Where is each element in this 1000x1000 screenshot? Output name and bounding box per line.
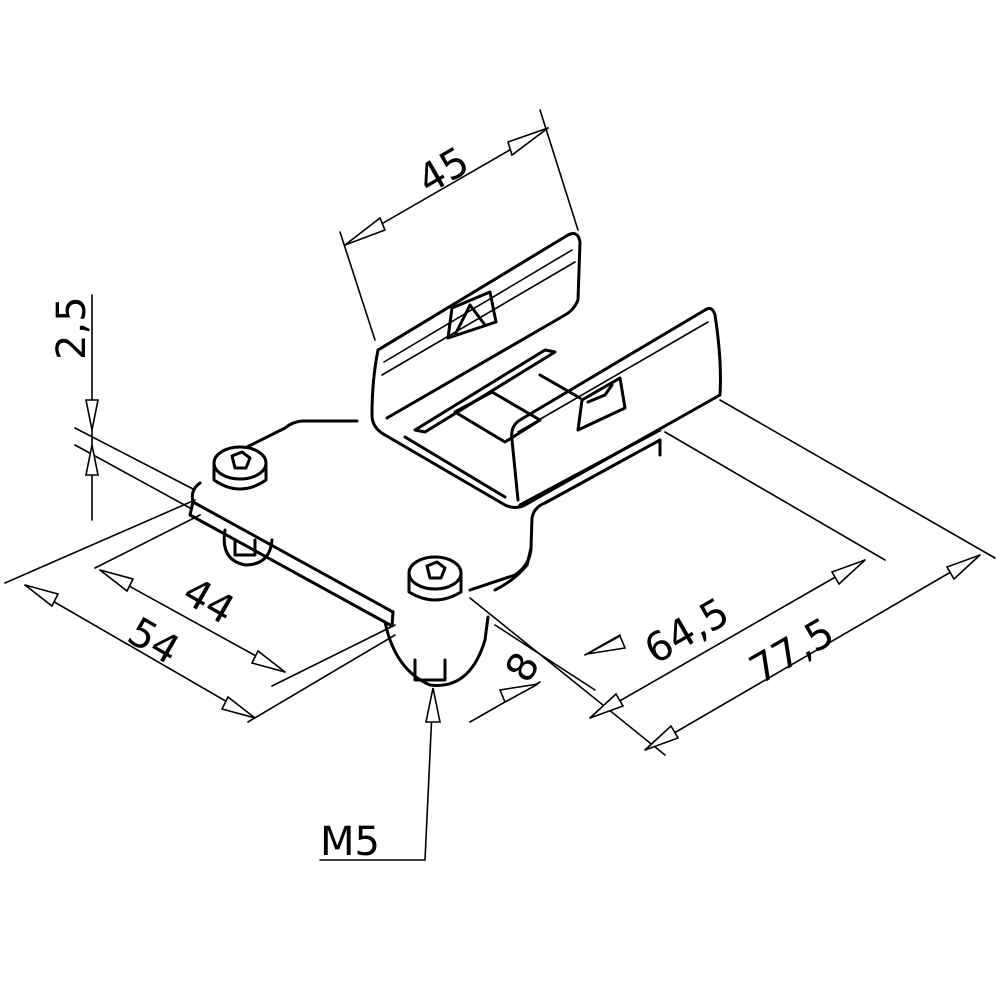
screw-left (212, 445, 274, 567)
dimension-label-45: 45 (410, 138, 477, 203)
arrow-icon (344, 216, 387, 246)
dimension-44: 44 (94, 514, 396, 687)
dimension-label-8: 8 (497, 645, 550, 690)
dimension-8: 8 (469, 597, 666, 756)
callout-label-m5: M5 (320, 819, 380, 865)
callout-m5: M5 (319, 687, 441, 865)
arrow-icon (945, 554, 981, 581)
clip (370, 232, 722, 509)
arrow-icon (507, 127, 549, 157)
dimension-label-44: 44 (175, 569, 242, 634)
arrow-icon (85, 399, 99, 431)
arrow-icon (586, 634, 627, 655)
dimension-label-54: 54 (120, 609, 187, 674)
arrow-icon (250, 649, 286, 673)
arrow-icon (498, 683, 539, 704)
dimension-label-64-5: 64,5 (637, 589, 737, 673)
arrow-icon (85, 444, 99, 476)
dimension-2-5: 2,5 (49, 294, 196, 521)
arrow-icon (99, 569, 135, 593)
arrow-icon (425, 687, 441, 723)
dimension-45: 45 (339, 109, 579, 341)
arrow-icon (644, 724, 680, 751)
dimension-64-5: 64,5 (589, 431, 886, 719)
mounting-plate (188, 419, 662, 628)
screw-right (383, 555, 490, 687)
arrow-icon (220, 695, 256, 719)
dimension-77-5: 77,5 (644, 399, 996, 751)
arrow-icon (830, 559, 866, 586)
dimension-label-2-5: 2,5 (49, 296, 95, 360)
arrow-icon (589, 692, 625, 719)
arrow-icon (24, 584, 60, 608)
